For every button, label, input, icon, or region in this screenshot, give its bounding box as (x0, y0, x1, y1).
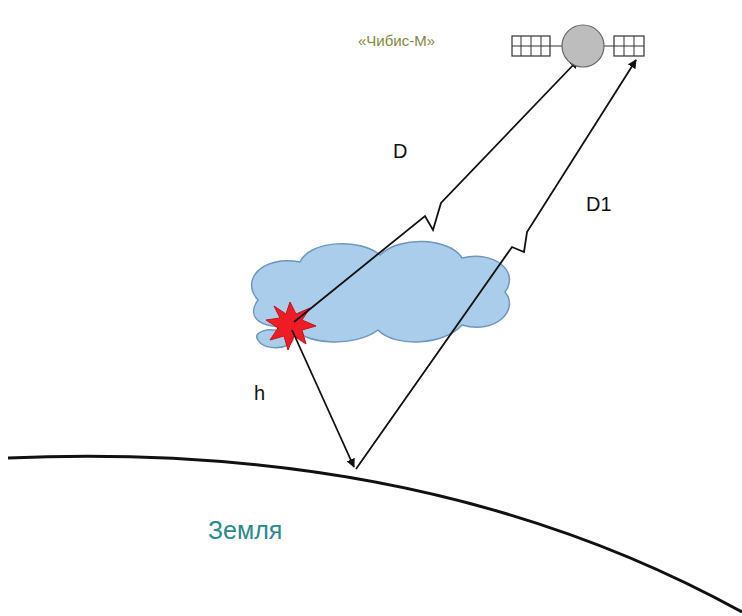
earth-region: Земля (0, 490, 742, 616)
height-arrow (292, 330, 354, 467)
distance-label: h (254, 382, 265, 405)
node-label: Земля (208, 516, 282, 545)
earth-surface (8, 456, 742, 612)
satellite-icon (512, 25, 644, 67)
satellite-node: «Чибис-М» (350, 22, 510, 62)
node-label: «Чибис-М» (358, 32, 435, 49)
reflected-signal-arrow (356, 60, 636, 469)
distance-label: D (393, 140, 407, 163)
distance-label: D1 (586, 193, 612, 216)
direct-signal-arrow (294, 60, 578, 322)
